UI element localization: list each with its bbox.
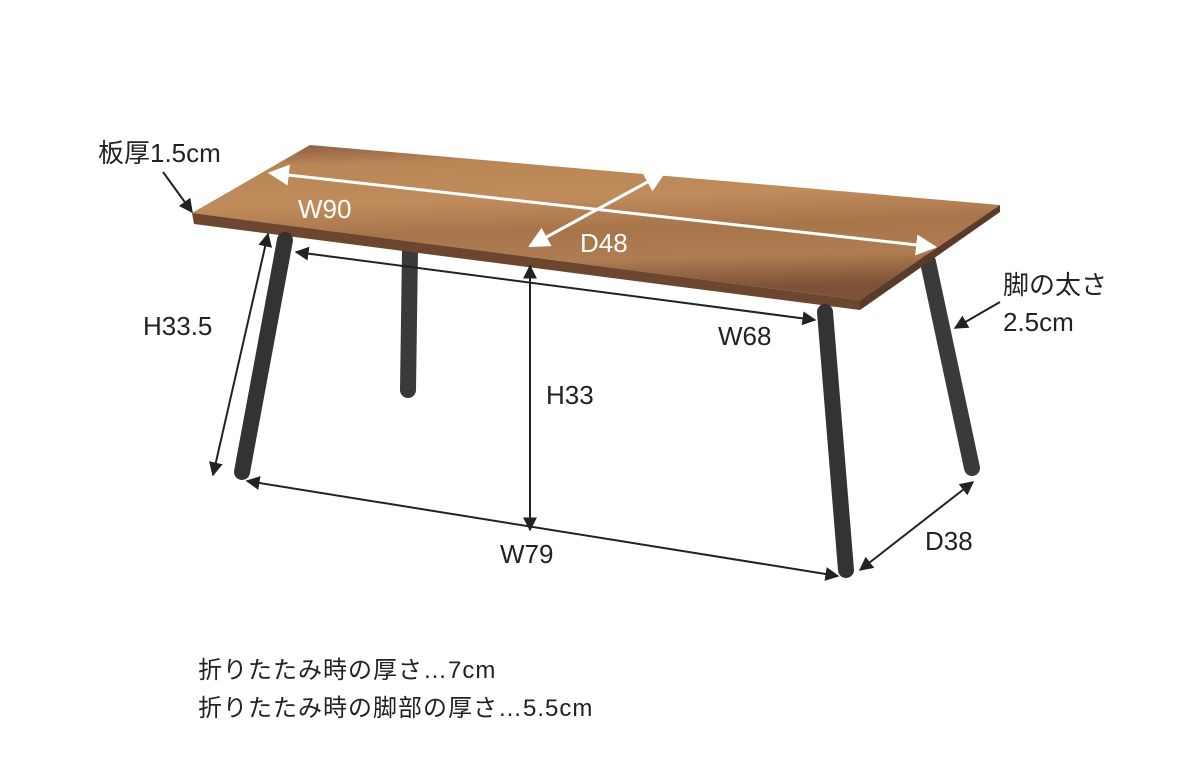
folded-leg-thickness-note: 折りたたみ時の脚部の厚さ…5.5cm [198,695,594,722]
leg-thickness-value: 2.5cm [1003,307,1074,337]
w68-arrow [294,246,817,326]
folded-thickness-note: 折りたたみ時の厚さ…7cm [198,657,497,684]
d38-label: D38 [925,526,973,556]
d48-label: D48 [580,228,628,258]
leg-front-right [817,304,854,578]
board-thickness-label: 板厚1.5cm [98,138,221,168]
w68-label: W68 [718,321,771,351]
d48-arrow [528,171,666,248]
w79-label: W79 [500,539,553,569]
board-thickness-arrow [162,171,193,214]
leg-back-left [400,242,418,398]
leg-front-left [234,232,293,480]
h33-5-label: H33.5 [143,311,212,341]
leg-thickness-arrow [953,301,1001,329]
leg-thickness-label: 脚の太さ [1003,270,1107,300]
h33-5-arrow [208,232,273,477]
w79-arrow [245,476,840,581]
leg-back-right [920,254,980,476]
w90-label: W90 [298,194,351,224]
d38-arrow [858,481,975,571]
h33-label: H33 [546,380,594,410]
